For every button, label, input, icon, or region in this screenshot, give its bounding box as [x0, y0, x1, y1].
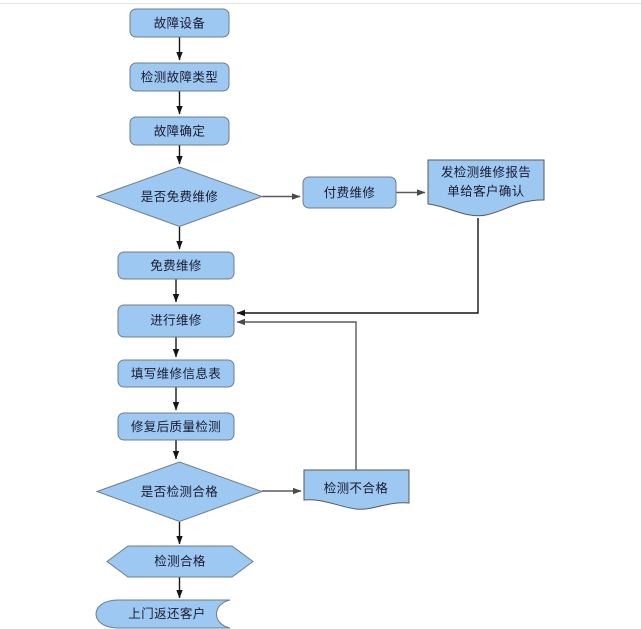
node-shape-diamond	[95, 461, 264, 523]
node-fault-confirmed[interactable]: 故障确定	[129, 116, 230, 146]
connectors-layer	[172, 37, 479, 599]
edge-n12-n8	[236, 318, 357, 470]
node-shape-terminator-delay	[95, 599, 231, 629]
node-paid-repair[interactable]: 付费维修	[302, 176, 397, 209]
node-inspection-passed[interactable]: 检测合格	[106, 545, 254, 578]
edge-n6-n8	[236, 218, 479, 317]
node-shape-rounded-rect	[117, 304, 235, 338]
node-shape-document	[303, 469, 410, 510]
node-post-repair-quality-check[interactable]: 修复后质量检测	[117, 412, 235, 441]
node-deliver-back-to-customer[interactable]: 上门返还客户	[95, 599, 231, 629]
node-inspection-failed[interactable]: 检测不合格	[303, 469, 410, 510]
node-shape-rounded-rect	[117, 359, 235, 388]
node-shape-rounded-rect	[129, 8, 230, 38]
node-fill-repair-info-form[interactable]: 填写维修信息表	[117, 359, 235, 388]
node-shape-hexagon	[106, 545, 254, 578]
node-shape-rounded-rect	[129, 62, 230, 92]
node-decision-inspection-pass[interactable]: 是否检测合格	[95, 461, 264, 523]
node-send-repair-report-to-customer[interactable]: 发检测维修报告 单给客户确认	[427, 159, 545, 217]
node-faulty-equipment[interactable]: 故障设备	[129, 8, 230, 38]
node-perform-repair[interactable]: 进行维修	[117, 304, 235, 338]
node-free-repair[interactable]: 免费维修	[117, 251, 235, 280]
node-shape-rounded-rect	[117, 251, 235, 280]
node-shape-rounded-rect	[117, 412, 235, 441]
node-shape-document	[427, 159, 545, 217]
node-shape-rounded-rect	[302, 176, 397, 209]
node-decision-free-repair[interactable]: 是否免费维修	[95, 166, 264, 228]
node-shape-rounded-rect	[129, 116, 230, 146]
node-shape-diamond	[95, 166, 264, 228]
node-detect-fault-type[interactable]: 检测故障类型	[129, 62, 230, 92]
